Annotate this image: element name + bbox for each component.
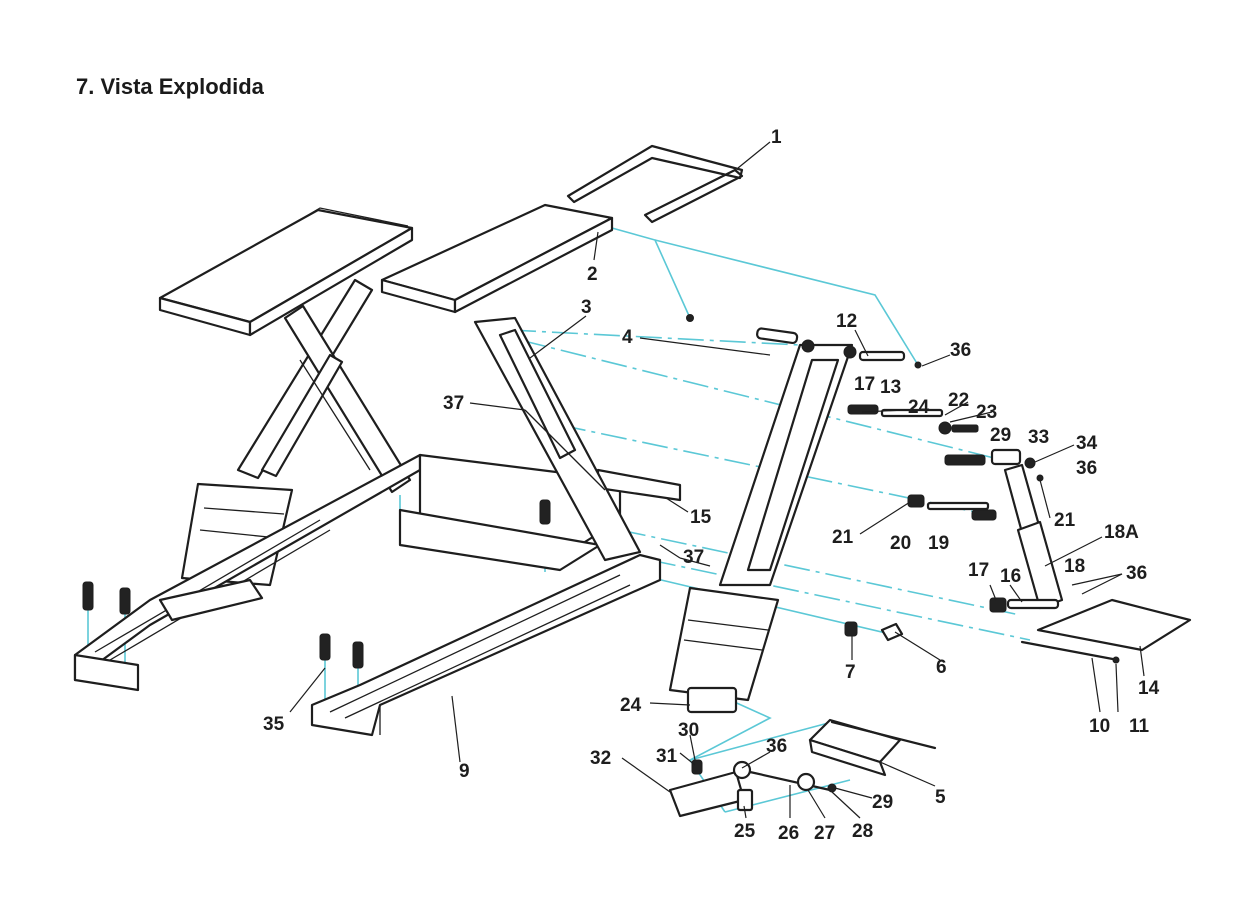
label-part-37-right: 37 xyxy=(683,547,704,568)
leader-lines xyxy=(289,141,1145,819)
label-part-23: 23 xyxy=(976,402,997,423)
label-part-3: 3 xyxy=(581,297,592,318)
label-part-17-upper: 17 xyxy=(854,374,875,395)
label-part-24-upper: 24 xyxy=(908,397,930,418)
exploded-parts xyxy=(566,144,1192,818)
label-part-18A: 18A xyxy=(1104,522,1139,543)
label-part-25: 25 xyxy=(734,821,756,842)
label-part-26: 26 xyxy=(778,823,799,844)
label-part-36-top: 36 xyxy=(950,340,971,361)
label-part-32: 32 xyxy=(590,748,611,769)
center-scissor-lift-assembly xyxy=(310,203,662,737)
label-part-21-left: 21 xyxy=(832,527,854,548)
label-part-16: 16 xyxy=(1000,566,1021,587)
label-part-34: 34 xyxy=(1076,433,1098,454)
label-part-36-upper-right: 36 xyxy=(1076,458,1097,479)
label-part-18: 18 xyxy=(1064,556,1085,577)
label-part-27: 27 xyxy=(814,823,835,844)
label-part-12: 12 xyxy=(836,311,857,332)
label-part-29-lower: 29 xyxy=(872,792,893,813)
label-part-7: 7 xyxy=(845,662,856,683)
page-title: 7. Vista Explodida xyxy=(76,74,264,99)
label-part-19: 19 xyxy=(928,533,949,554)
anchor-bolts xyxy=(82,499,551,669)
part-labels: 1 2 3 4 5 6 7 9 10 11 12 13 14 15 16 17 … xyxy=(263,127,1160,844)
label-part-17-lower: 17 xyxy=(968,560,989,581)
label-part-1: 1 xyxy=(771,127,782,148)
label-part-31: 31 xyxy=(656,746,678,767)
label-part-28: 28 xyxy=(852,821,873,842)
label-part-24-lower: 24 xyxy=(620,695,642,716)
label-part-9: 9 xyxy=(459,761,470,782)
left-scissor-lift-assembly xyxy=(73,207,422,692)
label-part-37-left: 37 xyxy=(443,393,464,414)
label-part-14: 14 xyxy=(1138,678,1160,699)
label-part-35: 35 xyxy=(263,714,285,735)
label-part-2: 2 xyxy=(587,264,598,285)
label-part-20: 20 xyxy=(890,533,911,554)
label-part-36-bottom: 36 xyxy=(766,736,787,757)
label-part-13: 13 xyxy=(880,377,901,398)
label-part-4: 4 xyxy=(622,327,633,348)
label-part-36-lower-right: 36 xyxy=(1126,563,1147,584)
label-part-30: 30 xyxy=(678,720,699,741)
label-part-29-upper: 29 xyxy=(990,425,1011,446)
label-part-21-right: 21 xyxy=(1054,510,1076,531)
label-part-22: 22 xyxy=(948,390,969,411)
label-part-33: 33 xyxy=(1028,427,1049,448)
label-part-5: 5 xyxy=(935,787,946,808)
label-part-6: 6 xyxy=(936,657,947,678)
label-part-15: 15 xyxy=(690,507,712,528)
label-part-11: 11 xyxy=(1129,716,1150,737)
label-part-10: 10 xyxy=(1089,716,1110,737)
